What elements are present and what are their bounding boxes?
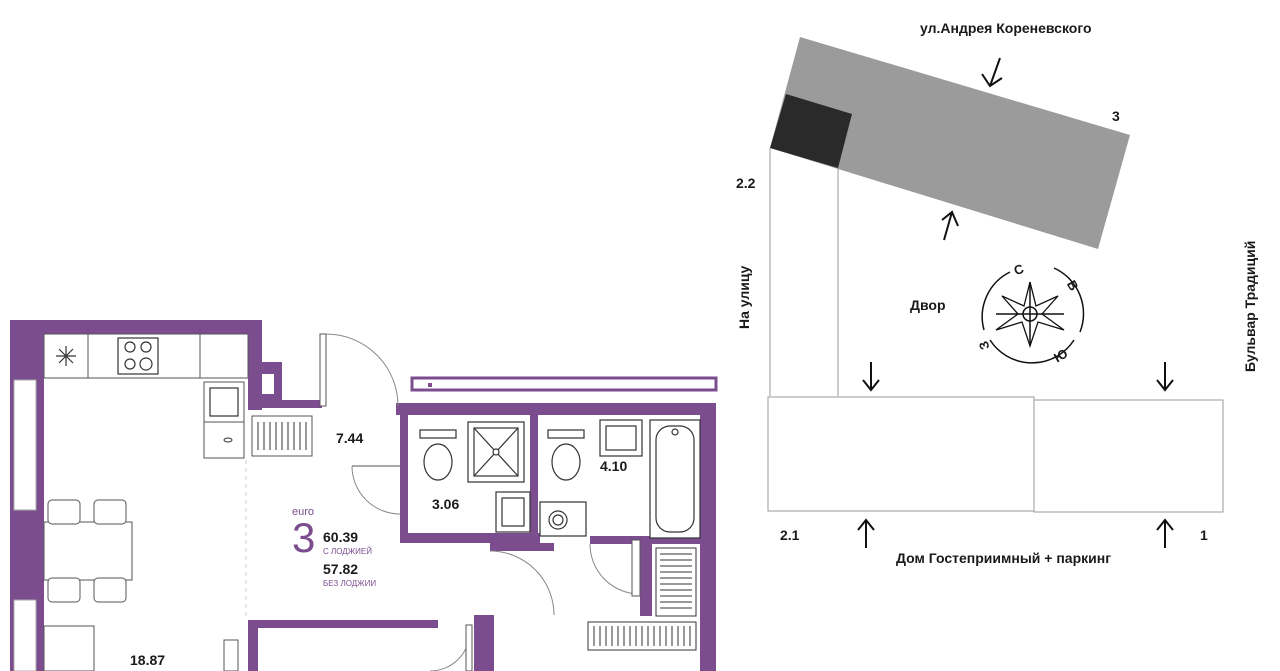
bathtub	[649, 419, 701, 539]
kitchen-sink	[203, 381, 245, 423]
bath1-sink	[495, 491, 531, 533]
balcony-post	[428, 383, 432, 387]
bath2-toilet	[547, 429, 585, 481]
wall-bedroom-mid	[640, 540, 652, 616]
hall-radiator	[251, 415, 313, 457]
street-top: ул.Андрея Кореневского	[920, 20, 1092, 36]
building-3-label: 3	[1112, 108, 1120, 124]
wall-bedroom-left	[474, 615, 494, 671]
area-without-loggia-label: БЕЗ ЛОДЖИИ	[323, 579, 377, 588]
room-area-bath2: 4.10	[600, 458, 628, 474]
site-plan	[767, 37, 1224, 548]
street-left: На улицу	[736, 265, 752, 329]
wall-living-right	[248, 620, 258, 671]
street-bottom: Дом Гостеприимный + паркинг	[896, 550, 1112, 566]
dining-table	[43, 499, 133, 603]
bath2-sink	[599, 419, 643, 457]
building-3	[770, 37, 1130, 249]
room-area-hall: 7.44	[336, 430, 364, 446]
bedroom-radiator-vertical	[655, 547, 697, 617]
apartment-floor-plan	[10, 320, 718, 671]
wall-bath-divider	[530, 403, 538, 543]
building-2-1-label: 2.1	[780, 527, 800, 543]
building-1	[1033, 399, 1224, 513]
area-with-loggia: 60.39	[323, 529, 359, 545]
shaft-dot	[264, 394, 270, 400]
wall-top-left	[10, 320, 262, 334]
building-2-1	[767, 396, 1035, 512]
entrance-arrow-icon	[857, 57, 1174, 548]
wall-living-top	[248, 620, 438, 628]
building-1-label: 1	[1200, 527, 1208, 543]
entrance-door	[319, 333, 327, 407]
wall-bath1-left	[400, 403, 408, 535]
wall-bath1-bottom	[400, 533, 540, 543]
room-area-bath1: 3.06	[432, 496, 460, 512]
room-area-living: 18.87	[130, 652, 166, 668]
area-with-loggia-label: С ЛОДЖИЕЙ	[323, 547, 372, 556]
fridge-snowflake-icon	[56, 346, 76, 366]
window-left-lower	[13, 599, 37, 671]
compass-rose-icon	[981, 267, 1085, 364]
washing-machine	[539, 501, 587, 537]
wall-corridor-top	[396, 403, 716, 415]
building-2-2-label: 2.2	[736, 175, 756, 191]
window-left-upper	[13, 379, 37, 511]
balcony-rail	[410, 376, 718, 392]
bedroom-door-leaf	[465, 624, 473, 671]
bedroom-radiator-horizontal	[587, 621, 697, 651]
area-without-loggia: 57.82	[323, 561, 359, 577]
wall-corridor-stub	[490, 543, 554, 551]
wall-hall-top	[262, 400, 322, 408]
street-right: Бульвар Традиций	[1242, 240, 1258, 372]
shaft-void	[262, 374, 274, 394]
stove	[117, 337, 159, 375]
yard-label: Двор	[910, 297, 946, 313]
apartment-summary: euro 3 60.39 С ЛОДЖИЕЙ 57.82 БЕЗ ЛОДЖИИ	[288, 506, 398, 596]
shower-cabin	[467, 421, 525, 483]
bath1-toilet	[419, 429, 457, 481]
apartment-rooms: 3	[292, 514, 316, 561]
living-radiator	[223, 639, 239, 671]
building-3-dark-section	[770, 94, 852, 168]
apartment-type-prefix: euro	[292, 506, 315, 518]
corridor-door-leaf	[631, 539, 641, 597]
sofa	[43, 625, 95, 671]
